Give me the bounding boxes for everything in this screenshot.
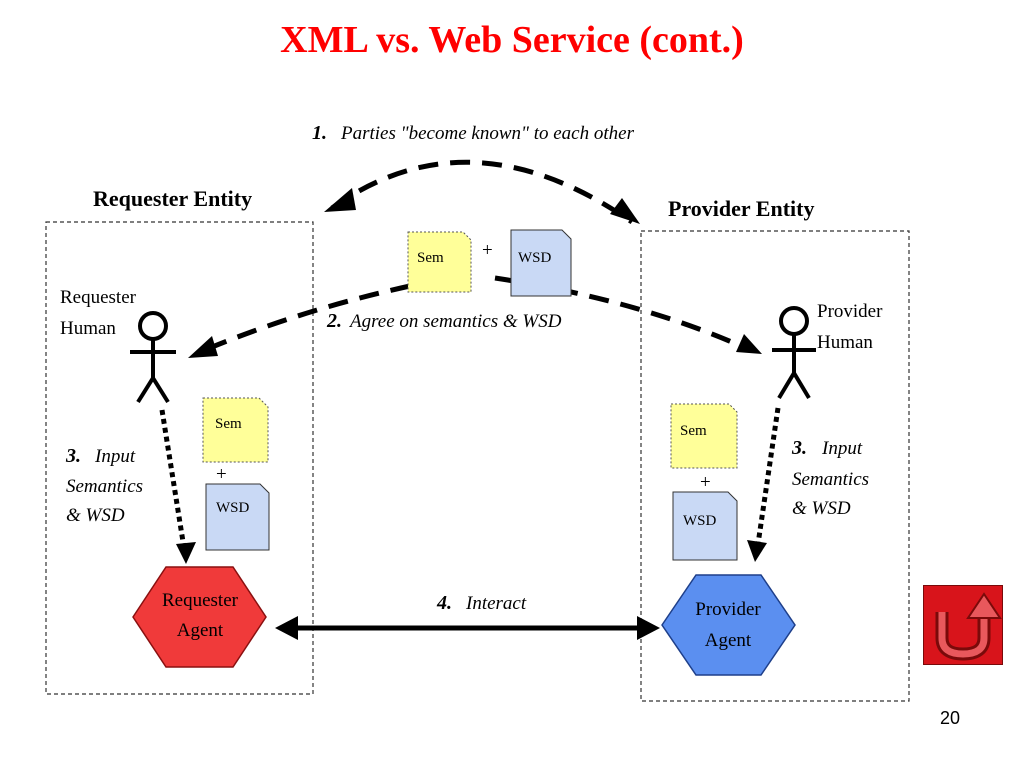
requester-human-label: Requester Human [60,287,137,339]
svg-text:Requester: Requester [60,287,137,308]
right-plus-sign: + [700,472,711,493]
svg-text:Sem: Sem [417,250,444,266]
step3-left-label: 3. Input Semantics & WSD [65,445,143,526]
top-plus-sign: + [482,240,493,261]
left-sem-document-icon: Sem [202,397,269,463]
svg-text:& WSD: & WSD [66,505,125,526]
svg-text:Parties "become known" to each: Parties "become known" to each other [340,123,635,144]
step2-right-arrowhead [736,334,762,354]
svg-text:WSD: WSD [683,513,717,529]
svg-text:Sem: Sem [215,416,242,432]
step2-left-arrowhead [188,336,218,358]
svg-text:3.: 3. [65,445,81,467]
svg-text:& WSD: & WSD [792,498,851,519]
provider-stick-figure-icon [772,306,816,400]
step3-right-label: 3. Input Semantics & WSD [791,437,869,519]
step1-right-arrowhead [610,198,640,224]
provider-human-label: Provider Human [817,301,883,353]
svg-text:Semantics: Semantics [792,469,869,490]
svg-text:Agent: Agent [177,620,224,641]
svg-text:WSD: WSD [216,500,250,516]
svg-text:Input: Input [94,446,136,467]
step3-right-dotted-arrow [755,407,781,545]
step2-left-arrow [199,283,411,355]
svg-text:4.: 4. [436,592,452,614]
svg-text:Human: Human [817,332,873,353]
provider-entity-box [640,230,910,702]
requester-agent-hexagon-icon: Requester Agent [132,566,267,668]
svg-text:Semantics: Semantics [66,476,143,497]
step2-label: 2. Agree on semantics & WSD [326,310,562,332]
svg-text:Provider: Provider [695,599,761,620]
step1-arc-arrow [330,159,634,225]
left-plus-sign: + [216,464,227,485]
provider-agent-hexagon-icon: Provider Agent [661,574,796,676]
svg-text:3.: 3. [791,437,807,459]
svg-text:2.: 2. [326,310,342,332]
step3-right-arrowhead [747,540,767,562]
svg-text:Requester: Requester [162,590,239,611]
svg-text:Sem: Sem [680,423,707,439]
right-wsd-document-icon: WSD [672,491,738,561]
svg-text:WSD: WSD [518,250,552,266]
step4-left-arrowhead [275,616,298,640]
requester-stick-figure-icon [130,311,176,404]
slide-title: XML vs. Web Service (cont.) [280,19,744,61]
svg-text:Input: Input [821,438,863,459]
back-button[interactable] [923,585,1003,665]
right-sem-document-icon: Sem [670,403,738,469]
requester-entity-title: Requester Entity [93,186,252,211]
provider-entity-title: Provider Entity [668,196,814,221]
step1-left-arrowhead [324,188,356,212]
svg-text:Agree on semantics & WSD: Agree on semantics & WSD [348,311,562,332]
svg-text:Provider: Provider [817,301,883,322]
step1-label: 1. Parties "become known" to each other [312,122,635,144]
left-wsd-document-icon: WSD [205,483,270,551]
requester-entity-box [45,221,314,695]
svg-text:1.: 1. [312,122,327,144]
svg-text:Agent: Agent [705,630,752,651]
svg-text:Human: Human [60,318,116,339]
step3-left-dotted-arrow [159,409,187,549]
top-wsd-document-icon: WSD [510,229,572,297]
u-turn-arrow-icon [935,592,1002,661]
step4-right-arrowhead [637,616,660,640]
top-sem-document-icon: Sem [407,231,472,293]
step4-label: 4. Interact [436,592,527,614]
svg-text:Interact: Interact [465,593,527,614]
slide-number: 20 [939,708,961,728]
step3-left-arrowhead [176,542,196,564]
